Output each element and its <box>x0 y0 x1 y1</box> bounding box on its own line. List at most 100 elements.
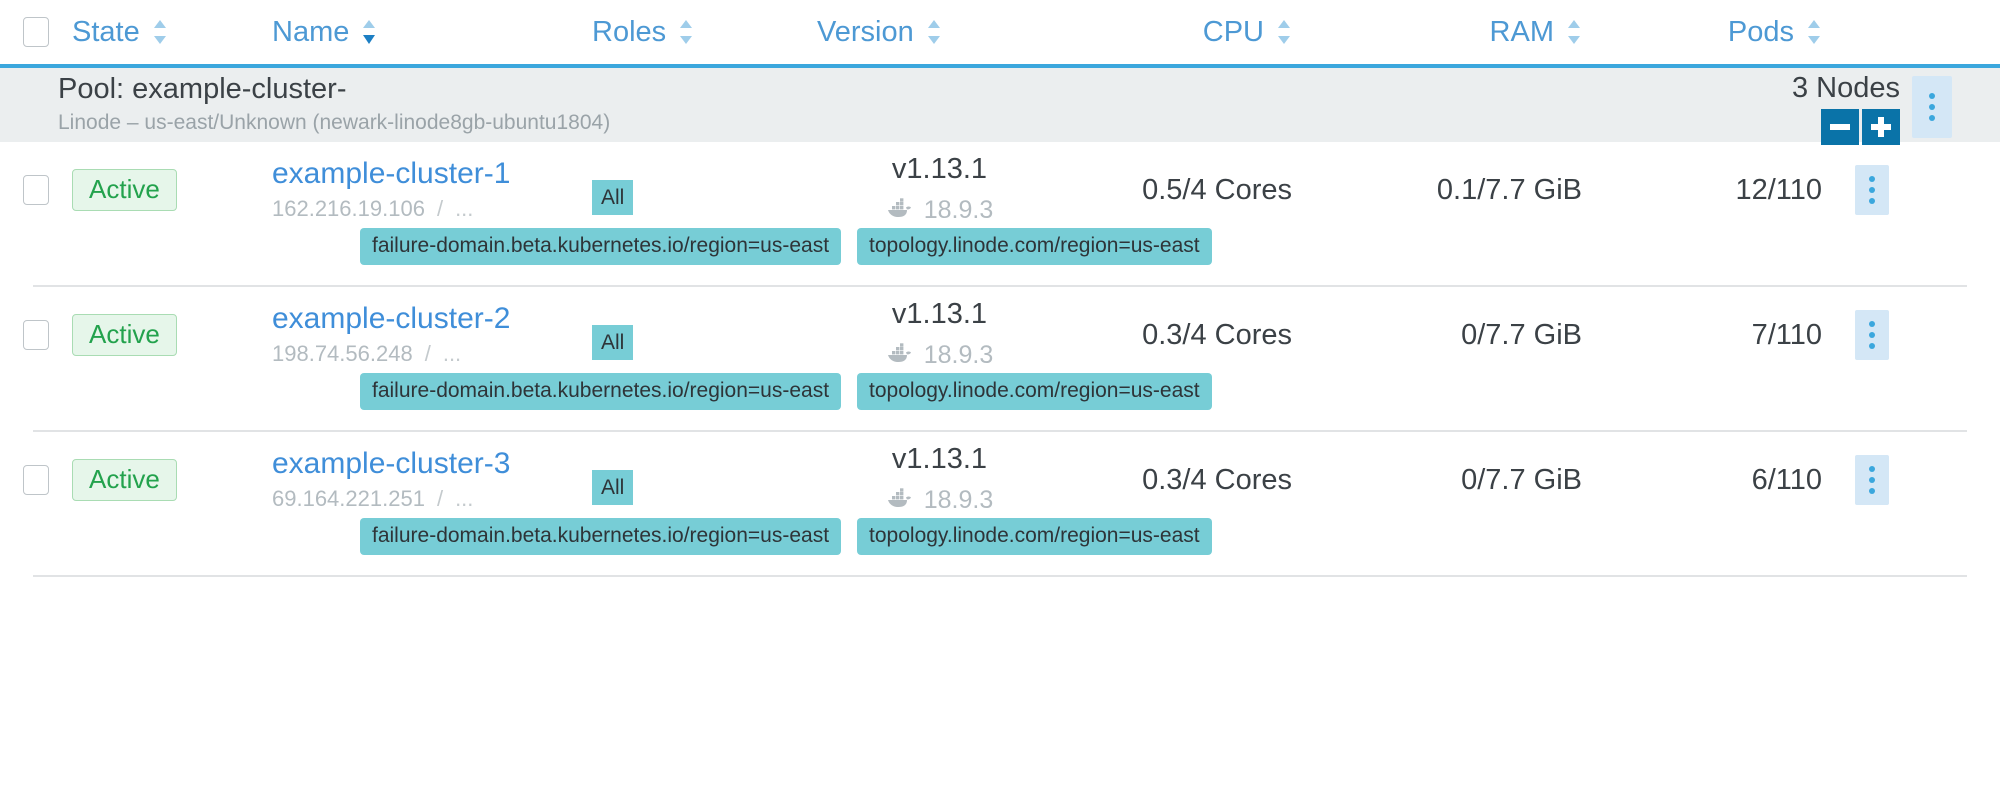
minus-icon <box>1830 124 1850 130</box>
runtime-version: 18.9.3 <box>923 486 994 514</box>
node-ip-row: 69.164.221.251 / ... <box>272 486 473 512</box>
cpu-value: 0.5/4 Cores <box>1142 173 1292 206</box>
roles-cell: All <box>592 441 817 519</box>
roles-cell: All <box>592 296 817 374</box>
ram-value: 0/7.7 GiB <box>1461 318 1582 351</box>
node-count-stepper <box>1821 109 1900 145</box>
row-actions-cell <box>1822 310 1922 360</box>
node-labels-row: failure-domain.beta.kubernetes.io/region… <box>0 220 2000 285</box>
name-cell: example-cluster-1 162.216.19.106 / ... <box>272 158 592 223</box>
column-header-pods[interactable]: Pods <box>1582 16 1822 49</box>
column-header-state[interactable]: State <box>72 16 272 49</box>
column-header-ram-label: RAM <box>1489 15 1554 48</box>
cpu-value: 0.3/4 Cores <box>1142 318 1292 351</box>
node-label-chip: topology.linode.com/region=us-east <box>857 518 1212 555</box>
pods-cell: 12/110 <box>1582 174 1822 207</box>
checkbox-icon[interactable] <box>23 17 49 47</box>
version-cell: v1.13.1 18.9.3 <box>817 155 1062 225</box>
runtime-version: 18.9.3 <box>923 341 994 369</box>
column-header-cpu[interactable]: CPU <box>1062 16 1292 49</box>
kebab-dot-icon <box>1869 187 1875 193</box>
role-chip: All <box>592 324 634 360</box>
increment-nodes-button[interactable] <box>1862 109 1900 145</box>
row-checkbox[interactable] <box>0 465 72 495</box>
node-name-link[interactable]: example-cluster-2 <box>272 301 511 335</box>
pods-cell: 6/110 <box>1582 464 1822 497</box>
select-all-checkbox[interactable] <box>0 17 72 47</box>
column-header-roles-label: Roles <box>592 15 667 48</box>
table-header-row: State Name Roles Version CPU <box>0 0 2000 68</box>
kubernetes-version: v1.13.1 <box>891 443 988 475</box>
sort-icon[interactable] <box>926 19 942 45</box>
column-header-version-label: Version <box>817 15 914 48</box>
sort-icon[interactable] <box>1806 19 1822 45</box>
kebab-dot-icon <box>1869 343 1875 349</box>
sort-icon-active[interactable] <box>361 19 377 45</box>
plus-icon <box>1871 117 1891 137</box>
cpu-cell: 0.3/4 Cores <box>1062 464 1292 497</box>
ip-separator: / <box>436 196 444 222</box>
sort-icon[interactable] <box>1276 19 1292 45</box>
kebab-dot-icon <box>1869 176 1875 182</box>
node-name-link[interactable]: example-cluster-3 <box>272 446 511 480</box>
sort-icon[interactable] <box>152 19 168 45</box>
ram-cell: 0.1/7.7 GiB <box>1292 174 1582 207</box>
docker-icon <box>886 486 914 515</box>
row-checkbox[interactable] <box>0 320 72 350</box>
ram-value: 0/7.7 GiB <box>1461 463 1582 496</box>
row-divider <box>33 430 1967 432</box>
kebab-dot-icon <box>1869 466 1875 472</box>
kubernetes-version: v1.13.1 <box>891 298 988 330</box>
pool-controls: 3 Nodes <box>1640 68 2000 145</box>
node-labels-row: failure-domain.beta.kubernetes.io/region… <box>0 365 2000 430</box>
pods-value: 7/110 <box>1751 318 1822 351</box>
row-divider <box>33 575 1967 577</box>
ram-cell: 0/7.7 GiB <box>1292 464 1582 497</box>
row-divider <box>33 285 1967 287</box>
column-header-ram[interactable]: RAM <box>1292 16 1582 49</box>
pool-header-row: Pool: example-cluster- Linode – us-east/… <box>0 68 2000 145</box>
runtime-version: 18.9.3 <box>923 196 994 224</box>
ip-separator: / <box>424 341 431 367</box>
column-header-version[interactable]: Version <box>817 16 1062 49</box>
column-header-cpu-label: CPU <box>1202 15 1264 48</box>
name-cell: example-cluster-3 69.164.221.251 / ... <box>272 448 592 513</box>
kebab-dot-icon <box>1869 477 1875 483</box>
ram-value: 0.1/7.7 GiB <box>1436 173 1582 206</box>
column-header-name[interactable]: Name <box>272 16 592 49</box>
node-action-menu-button[interactable] <box>1855 165 1889 215</box>
table-row: Active example-cluster-1 162.216.19.106 … <box>0 142 2000 287</box>
ip-overflow-ellipsis: ... <box>442 341 462 367</box>
node-label-chip: topology.linode.com/region=us-east <box>857 228 1212 265</box>
kebab-dot-icon <box>1869 198 1875 204</box>
ip-overflow-ellipsis: ... <box>455 486 474 512</box>
pool-action-menu-button[interactable] <box>1912 76 1952 138</box>
decrement-nodes-button[interactable] <box>1821 109 1859 145</box>
checkbox-icon[interactable] <box>23 320 49 350</box>
pods-value: 6/110 <box>1751 463 1822 496</box>
node-action-menu-button[interactable] <box>1855 455 1889 505</box>
kebab-dot-icon <box>1929 104 1935 110</box>
state-cell: Active <box>72 459 272 501</box>
version-cell: v1.13.1 18.9.3 <box>817 300 1062 370</box>
row-checkbox[interactable] <box>0 175 72 205</box>
role-chip: All <box>592 179 634 215</box>
pool-title: Pool: example-cluster- <box>58 73 347 106</box>
status-badge: Active <box>72 459 177 501</box>
sort-icon[interactable] <box>1566 19 1582 45</box>
node-label-chip: failure-domain.beta.kubernetes.io/region… <box>360 518 842 555</box>
checkbox-icon[interactable] <box>23 175 49 205</box>
kebab-dot-icon <box>1869 321 1875 327</box>
node-ip-row: 162.216.19.106 / ... <box>272 196 473 222</box>
sort-icon[interactable] <box>678 19 694 45</box>
table-row: Active example-cluster-2 198.74.56.248 /… <box>0 287 2000 432</box>
node-label-chip: topology.linode.com/region=us-east <box>857 373 1212 410</box>
node-action-menu-button[interactable] <box>1855 310 1889 360</box>
checkbox-icon[interactable] <box>23 465 49 495</box>
pods-cell: 7/110 <box>1582 319 1822 352</box>
ram-cell: 0/7.7 GiB <box>1292 319 1582 352</box>
column-header-roles[interactable]: Roles <box>592 16 817 49</box>
status-badge: Active <box>72 169 177 211</box>
node-name-link[interactable]: example-cluster-1 <box>272 156 511 190</box>
